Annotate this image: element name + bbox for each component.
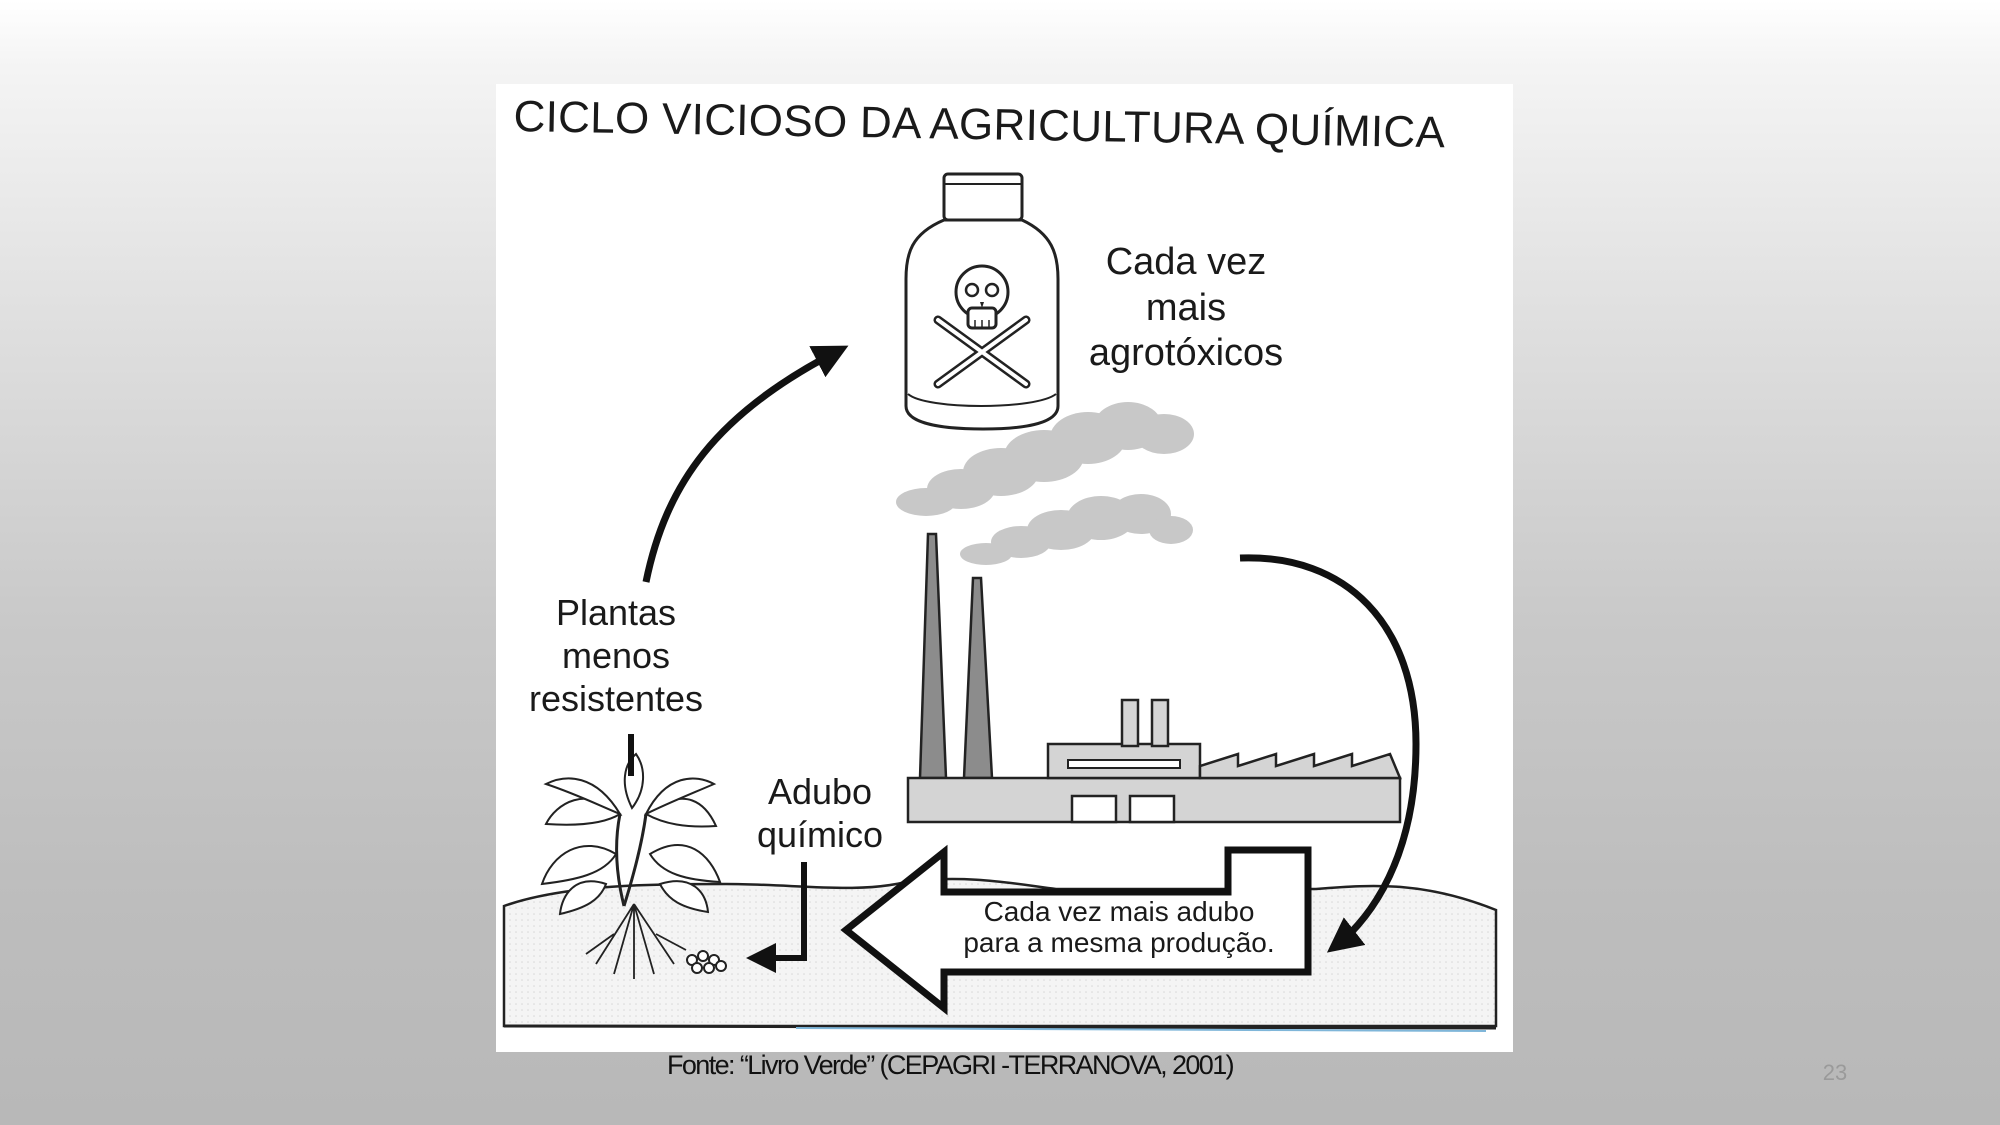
arrow-fertilizer-to-soil	[746, 862, 807, 973]
poison-bottle	[904, 172, 1060, 431]
label-weaker-plants: Plantas menos resistentes	[528, 592, 704, 720]
arrow-plants-to-pesticides	[642, 345, 849, 583]
factory	[906, 532, 1402, 824]
slide-page-number: 23	[1822, 1060, 1848, 1085]
soil-bottom-line	[503, 1024, 1497, 1030]
label-more-pesticides: Cada vez mais agrotóxicos	[1088, 241, 1284, 375]
diagram-artwork	[502, 172, 1498, 1032]
diagram-figure: CICLO VICIOSO DA AGRICULTURA QUÍMICA Cad…	[496, 84, 1513, 1052]
label-more-fertilizer-same-production: Cada vez mais adubo para a mesma produçã…	[963, 896, 1275, 959]
smoke-clouds	[896, 402, 1194, 565]
source-caption: Fonte: “Livro Verde” (CEPAGRI -TERRANOVA…	[667, 1050, 1235, 1080]
label-chemical-fertilizer: Adubo químico	[756, 771, 884, 856]
arrow-factory-to-soil	[1239, 554, 1420, 953]
plant-illustration	[540, 752, 727, 979]
big-hollow-arrow	[840, 844, 1312, 1016]
